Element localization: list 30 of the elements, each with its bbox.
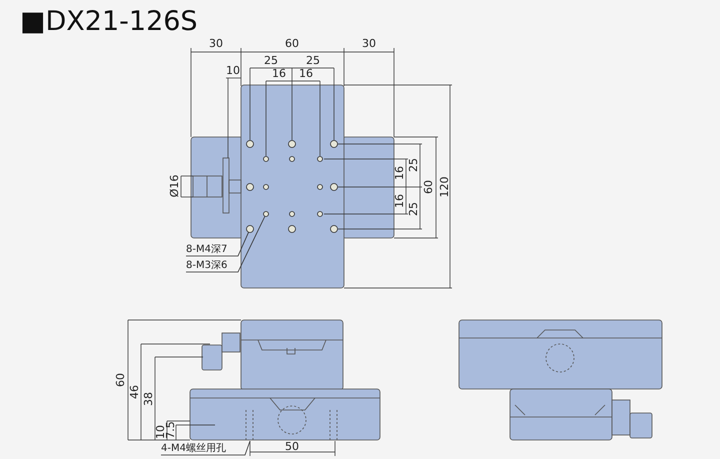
leader-line xyxy=(186,232,249,256)
dimension-value: 25 xyxy=(264,55,278,67)
leader-line xyxy=(160,440,250,456)
dimension-value: 60 xyxy=(285,38,299,50)
dimension-value: 60 xyxy=(115,373,127,387)
dimension-value: 7.5 xyxy=(165,421,177,439)
dimension-value: 30 xyxy=(209,38,223,50)
dimension-value: 30 xyxy=(362,38,376,50)
callout-label: 8-M3深6 xyxy=(186,259,238,272)
dimension-value: 25 xyxy=(408,158,420,172)
callout-label: 4-M4螺丝用孔 xyxy=(161,442,245,455)
callout-label: 8-M4深7 xyxy=(186,243,238,256)
mounting-hole xyxy=(246,225,254,233)
dimension-value: 16 xyxy=(394,166,406,180)
mounting-hole xyxy=(263,211,269,217)
dimension-value: 16 xyxy=(272,68,286,80)
dimension-value: 10 xyxy=(226,65,240,77)
dimension-value: 46 xyxy=(129,385,141,399)
dimension-value: Ø16 xyxy=(169,174,181,198)
title: ■DX21-126S xyxy=(20,6,198,38)
dimension-value: 50 xyxy=(285,441,299,453)
leader-line xyxy=(186,216,266,272)
dimension-value: 16 xyxy=(299,68,313,80)
dimension-value: 16 xyxy=(394,194,406,208)
dimension-value: 25 xyxy=(306,55,320,67)
dimension-value: 120 xyxy=(439,176,451,198)
dimension-value: 60 xyxy=(423,180,435,194)
dimension-value: 25 xyxy=(408,202,420,216)
dimension-value: 38 xyxy=(143,392,155,406)
dimension-value: 10 xyxy=(155,425,167,439)
